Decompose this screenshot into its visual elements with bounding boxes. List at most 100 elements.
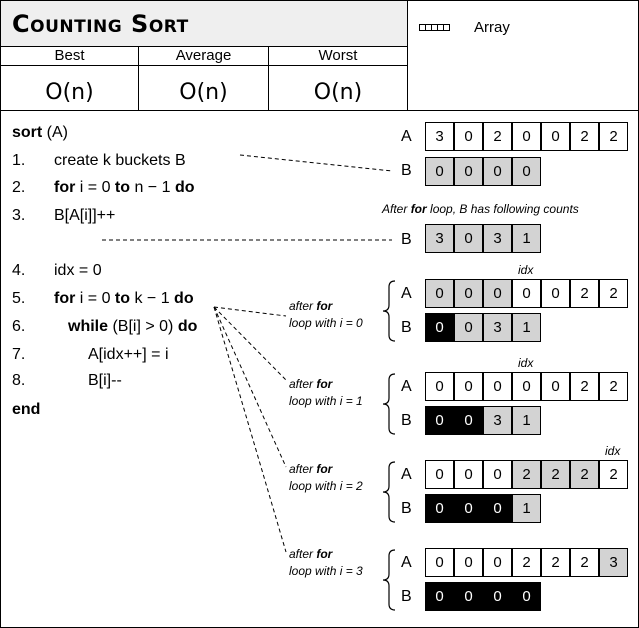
- code-keyword: do: [174, 179, 195, 196]
- counts-array-b-cell: 1: [512, 224, 541, 253]
- code-keyword: to: [114, 179, 131, 196]
- worst-header: Worst: [318, 47, 358, 64]
- note-text: After: [382, 202, 411, 216]
- counts-array-b-cell: 3: [483, 224, 512, 253]
- step-array-a-cell: 0: [454, 460, 483, 489]
- step-brace: [382, 280, 396, 342]
- best-complexity: O(n): [45, 80, 94, 105]
- code-text: B[i]--: [88, 372, 122, 389]
- code-line: A[idx++] = i: [88, 346, 169, 364]
- line-number: 8.: [12, 372, 26, 389]
- array-a-label: A: [401, 128, 412, 145]
- initial-array-b-cell: 0: [512, 157, 541, 186]
- initial-array-a-cell: 2: [570, 122, 599, 151]
- code-text: create k buckets B: [54, 152, 186, 169]
- step-array-a-cell: 0: [425, 460, 454, 489]
- step-array-b-cell: 1: [512, 494, 541, 523]
- step-array-a-cell: 0: [483, 279, 512, 308]
- step-array-b-cell: 3: [483, 313, 512, 342]
- code-text: B[A[i]]++: [54, 207, 116, 224]
- step-array-a-cell: 0: [483, 372, 512, 401]
- code-text: idx = 0: [54, 262, 102, 279]
- step-array-a-cell: 3: [599, 548, 628, 577]
- legend-label: Array: [474, 19, 510, 36]
- step-array-b-cell: 0: [454, 582, 483, 611]
- step-b-label: B: [401, 319, 412, 336]
- code-signature: sort (A): [12, 124, 68, 142]
- step-array-a-cell: 0: [483, 548, 512, 577]
- step-array-a-cell: 2: [570, 460, 599, 489]
- step-caption-line2: loop with i = 1: [289, 394, 363, 408]
- step-array-b-cell: 0: [454, 406, 483, 435]
- caption-after: after: [289, 299, 317, 313]
- code-keyword: do: [177, 318, 198, 335]
- code-line: for i = 0 to n − 1 do: [54, 179, 194, 197]
- step-array-a-cell: 2: [512, 548, 541, 577]
- sort-argument: (A): [42, 124, 69, 141]
- average-complexity: O(n): [179, 80, 228, 105]
- note-keyword: for: [410, 202, 427, 216]
- average-header: Average: [175, 47, 232, 64]
- step-caption-line2: loop with i = 2: [289, 479, 363, 493]
- step-array-a-cell: 2: [599, 372, 628, 401]
- code-text: k − 1: [130, 290, 175, 307]
- best-header: Best: [54, 47, 85, 64]
- line-number: 2.: [12, 179, 26, 196]
- initial-array-a-cell: 3: [425, 122, 454, 151]
- caption-for-keyword: for: [316, 462, 333, 476]
- step-array-a-cell: 0: [425, 548, 454, 577]
- step-caption-line2: loop with i = 0: [289, 316, 363, 330]
- initial-array-a-cell: 0: [454, 122, 483, 151]
- line-number: 4.: [12, 262, 26, 279]
- step-array-b-cell: 0: [425, 582, 454, 611]
- step-array-a-cell: 2: [570, 372, 599, 401]
- step-brace: [382, 373, 396, 435]
- code-line: for i = 0 to k − 1 do: [54, 290, 194, 308]
- code-text: n − 1: [130, 179, 175, 196]
- code-text: (B[i] > 0): [108, 318, 178, 335]
- sort-keyword: sort: [12, 124, 43, 141]
- step-array-a-cell: 0: [483, 460, 512, 489]
- caption-for-keyword: for: [316, 547, 333, 561]
- code-keyword: for: [54, 290, 76, 307]
- initial-array-a-cell: 0: [512, 122, 541, 151]
- code-line: idx = 0: [54, 262, 102, 280]
- counts-note: After for loop, B has following counts: [382, 201, 579, 218]
- idx-marker: idx: [518, 263, 534, 277]
- idx-marker: idx: [605, 444, 621, 458]
- caption-after: after: [289, 377, 317, 391]
- step-caption-line2: loop with i = 3: [289, 564, 363, 578]
- code-text: i = 0: [75, 179, 115, 196]
- step-array-b-cell: 0: [483, 582, 512, 611]
- code-keyword: to: [114, 290, 131, 307]
- counts-array-b-cell: 3: [425, 224, 454, 253]
- loop-connector-i2: [213, 306, 287, 468]
- loop-connector-i3: [213, 306, 287, 553]
- code-keyword: for: [54, 179, 76, 196]
- step-array-a-cell: 0: [425, 279, 454, 308]
- step-array-b-cell: 0: [425, 406, 454, 435]
- step-caption-line1: after for: [289, 376, 363, 393]
- step-array-b-cell: 0: [454, 494, 483, 523]
- line-number: 1.: [12, 152, 26, 169]
- line-number: 3.: [12, 207, 26, 224]
- code-text: A[idx++] = i: [88, 346, 169, 363]
- step-brace: [382, 461, 396, 523]
- step-array-b-cell: 3: [483, 406, 512, 435]
- step-array-a-cell: 2: [570, 548, 599, 577]
- step-array-a-cell: 0: [454, 279, 483, 308]
- counts-b-label: B: [401, 231, 412, 248]
- initial-array-a-cell: 0: [541, 122, 570, 151]
- step-b-label: B: [401, 500, 412, 517]
- line-number: 5.: [12, 290, 26, 307]
- step-a-label: A: [401, 285, 412, 302]
- step-array-a-cell: 2: [570, 279, 599, 308]
- code-end: end: [12, 401, 41, 418]
- worst-complexity: O(n): [313, 80, 363, 105]
- step-array-a-cell: 0: [541, 279, 570, 308]
- step-array-a-cell: 0: [454, 372, 483, 401]
- initial-array-a-cell: 2: [599, 122, 628, 151]
